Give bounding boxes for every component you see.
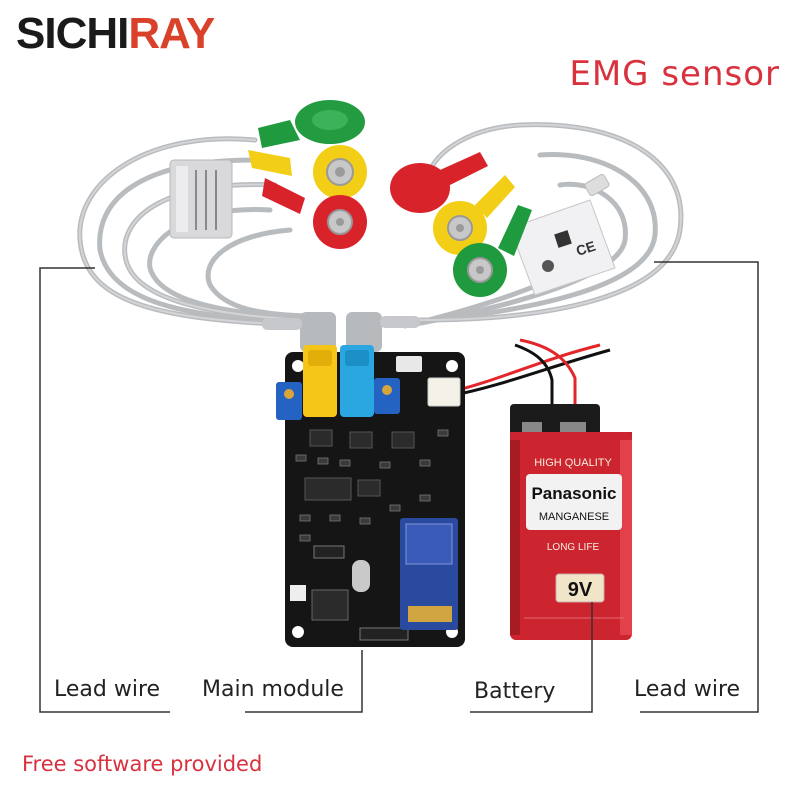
right-electrode-green — [453, 205, 532, 297]
battery-label: Battery — [474, 679, 556, 704]
battery-wires — [449, 338, 611, 405]
right-electrode-red — [390, 152, 488, 213]
battery-quality-text: HIGH QUALITY — [534, 457, 612, 469]
battery-brand-text: Panasonic — [531, 484, 616, 503]
battery-voltage-text: 9V — [568, 579, 593, 601]
cable-label-sticker — [169, 159, 233, 239]
product-title: EMG sensor — [569, 54, 780, 94]
main-module-label: Main module — [202, 677, 344, 702]
brand-logo: SICHIRAY — [16, 9, 215, 58]
battery-type-text: MANGANESE — [539, 511, 609, 523]
battery-9v — [510, 404, 632, 640]
footer-note: Free software provided — [22, 752, 263, 776]
left-electrode-green — [258, 100, 365, 148]
battery-life-text: LONG LIFE — [547, 542, 600, 553]
left-electrode-red — [262, 178, 367, 249]
lead-wire-right-label: Lead wire — [634, 677, 741, 702]
cable-plugs — [262, 312, 420, 352]
main-module-pcb — [276, 345, 465, 647]
lead-wire-left-label: Lead wire — [54, 677, 161, 702]
ce-label-tag: CE — [509, 174, 616, 296]
leader-lines — [39, 261, 759, 713]
brand-logo-part2: RAY — [128, 9, 215, 58]
right-electrode-yellow — [433, 175, 515, 255]
svg-text:CE: CE — [574, 238, 597, 259]
left-electrode-yellow — [248, 145, 367, 199]
brand-logo-part1: SICHI — [16, 9, 129, 58]
